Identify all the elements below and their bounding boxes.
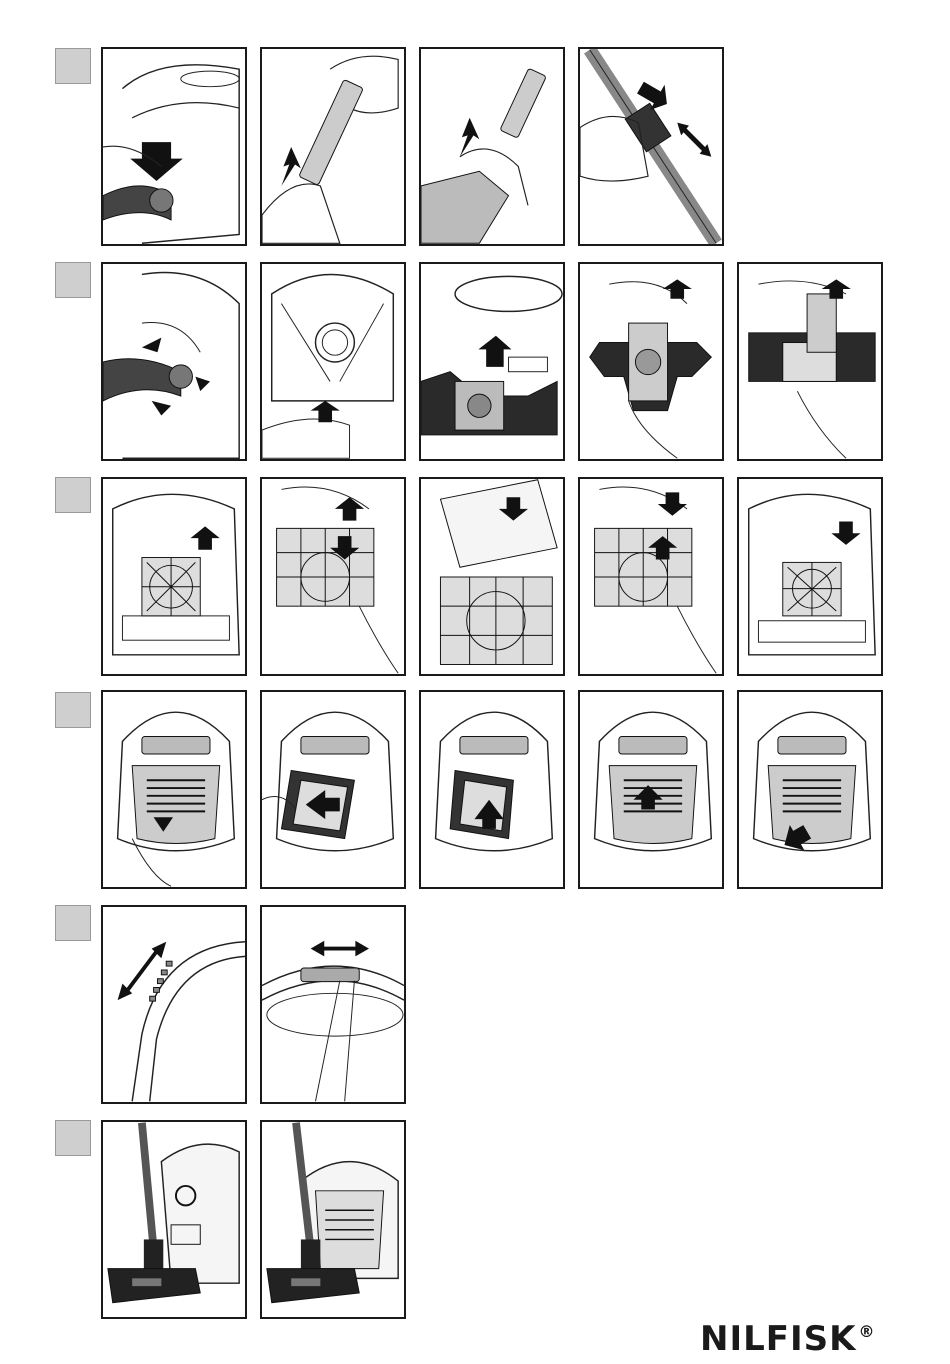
illustration-exhaust-grill-open (101, 690, 247, 889)
step-marker-5 (55, 905, 91, 941)
brand-logo: NILFISK® (700, 1322, 875, 1356)
illustration-bag-replace (737, 262, 883, 461)
step-marker-2 (55, 262, 91, 298)
illustration-filter-frame-open (260, 477, 406, 676)
step-marker-4 (55, 692, 91, 728)
illustration-lid-open (260, 262, 406, 461)
step-marker-3 (55, 477, 91, 513)
illustration-crevice-tool (260, 47, 406, 246)
illustration-hose-connect (101, 47, 247, 246)
illustration-exhaust-filter-remove (260, 690, 406, 889)
illustration-parking-side (260, 1120, 406, 1319)
illustration-motor-filter-lift (101, 477, 247, 676)
brand-name: NILFISK (700, 1319, 856, 1359)
illustration-exhaust-grill-lock (737, 690, 883, 889)
illustration-suction-control-slider (260, 905, 406, 1104)
registered-mark: ® (858, 1322, 875, 1341)
step-marker-1 (55, 48, 91, 84)
illustration-bag-compartment (419, 262, 565, 461)
illustration-exhaust-filter-insert (419, 690, 565, 889)
illustration-exhaust-grill-close (578, 690, 724, 889)
illustration-handle-power-slider (101, 905, 247, 1104)
illustration-filter-frame-close (578, 477, 724, 676)
illustration-telescopic-tube (578, 47, 724, 246)
step-marker-6 (55, 1120, 91, 1156)
illustration-parking-front (101, 1120, 247, 1319)
illustration-bag-holder-remove (578, 262, 724, 461)
illustration-filter-replace (419, 477, 565, 676)
illustration-motor-filter-insert (737, 477, 883, 676)
illustration-brush-tool (419, 47, 565, 246)
illustration-hose-release (101, 262, 247, 461)
